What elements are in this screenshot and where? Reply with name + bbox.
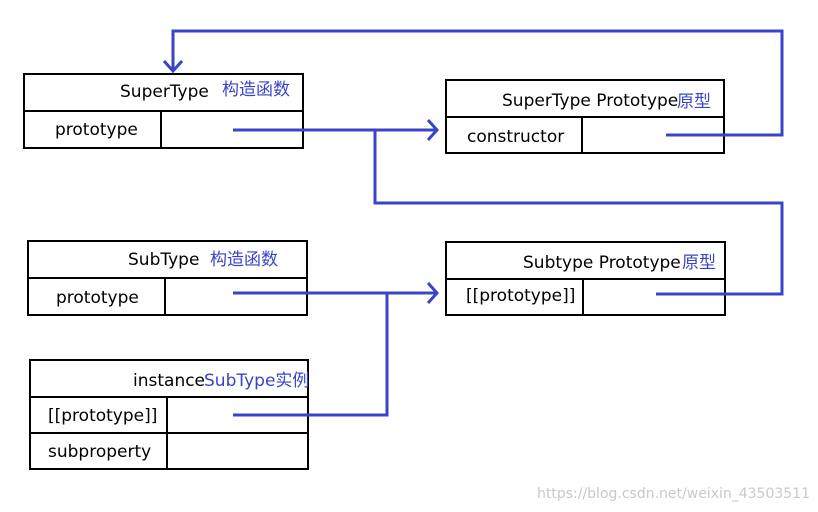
subtype-prototype-arrowhead [426,281,440,305]
instance-title: instance [133,371,205,391]
supertype-prototype-label: prototype [55,120,138,140]
subtype-prototype-proto-label: [[prototype]] [466,286,575,306]
watermark-text: https://blog.csdn.net/weixin_43503511 [537,486,810,502]
supertype-title: SuperType [120,82,209,102]
instance-subproperty-label: subproperty [48,442,151,462]
supertype-title-tag: 构造函数 [222,80,290,100]
constructor-arrowhead [162,59,184,74]
subtype-prototype-title: Subtype Prototype [523,253,681,273]
subtype-prototype-label: prototype [56,288,139,308]
subtype-prototype-box: Subtype Prototype 原型 [[prototype]] [445,241,726,316]
supertype-prototype-constructor-label: constructor [467,127,564,147]
instance-proto-label: [[prototype]] [48,406,157,426]
subtype-title-tag: 构造函数 [210,250,278,270]
constructor-connector [171,29,784,137]
instance-title-tag: SubType实例 [204,371,309,391]
supertype-box: SuperType 构造函数 prototype [23,73,304,149]
subtype-prototype-title-tag: 原型 [682,253,716,273]
supertype-prototype-arrowhead [426,118,440,142]
supertype-prototype-box: SuperType Prototype 原型 constructor [445,79,725,154]
subtype-box: SubType 构造函数 prototype [27,240,308,316]
subtype-title: SubType [128,250,199,270]
supertype-prototype-title-tag: 原型 [677,92,711,112]
supertype-prototype-title: SuperType Prototype [502,91,678,111]
instance-prototype-connector [233,293,389,417]
subtype-prototype-chain-connector [373,130,784,296]
